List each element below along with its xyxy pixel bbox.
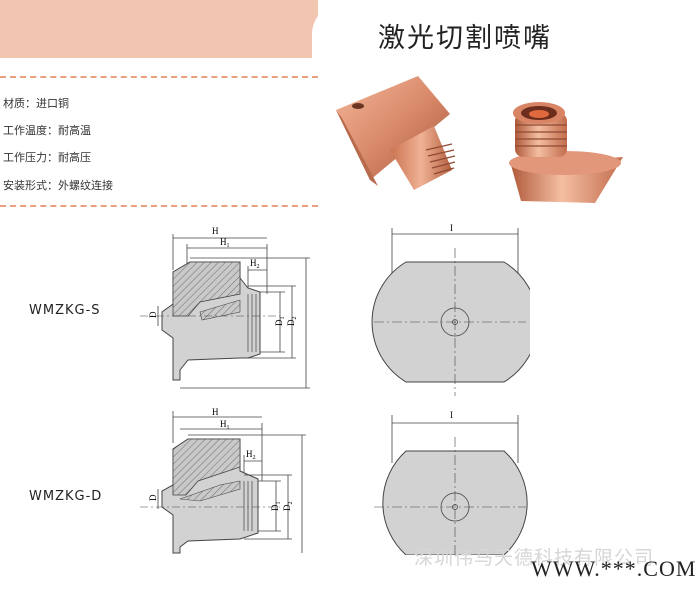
- dim-label-h1: H1: [220, 237, 230, 249]
- dim-label-h: H: [212, 407, 219, 417]
- section-drawing-d: H H1 H2 D D1 D2: [140, 407, 306, 554]
- spec-mounting: 安装形式：外螺纹连接: [3, 179, 113, 192]
- product-photo-nozzle-side: [336, 76, 456, 190]
- dim-label-i: I: [450, 410, 453, 420]
- watermark-company: 深圳伟马天德科技有限公司: [414, 547, 655, 569]
- spec-temperature: 工作温度：耐高温: [3, 124, 91, 137]
- dim-label-d: D: [148, 311, 158, 318]
- dim-label-d2: D2: [286, 317, 298, 327]
- model-label-d: WMZKG-D: [29, 489, 103, 504]
- front-view-d: I: [374, 410, 528, 555]
- dim-label-h1: H1: [220, 419, 230, 431]
- spec-divider-top: [0, 76, 318, 78]
- dim-label-d1: D1: [270, 502, 282, 512]
- watermark-site: WWW.***.COM: [531, 556, 697, 581]
- spec-material: 材质：进口铜: [3, 97, 69, 110]
- spec-pressure: 工作压力：耐高压: [3, 151, 91, 164]
- page-title: 激光切割喷嘴: [378, 23, 552, 54]
- model-label-s: WMZKG-S: [29, 303, 101, 318]
- dim-label-h2: H2: [250, 258, 260, 270]
- section-drawing-s: H H1 H2 D D1 D2: [140, 226, 310, 389]
- title-banner: [0, 0, 318, 58]
- dim-label-d: D: [148, 494, 158, 501]
- dim-label-d1: D1: [274, 317, 286, 327]
- title-tab: [312, 4, 700, 66]
- spec-divider-bottom: [0, 205, 318, 207]
- dim-label-i: I: [450, 223, 453, 233]
- dim-label-d2: D2: [282, 502, 294, 512]
- front-view-s: I: [371, 223, 530, 396]
- dim-label-h2: H2: [246, 449, 256, 461]
- product-photo-nozzle-bore: [509, 102, 623, 203]
- dim-label-h: H: [212, 226, 219, 236]
